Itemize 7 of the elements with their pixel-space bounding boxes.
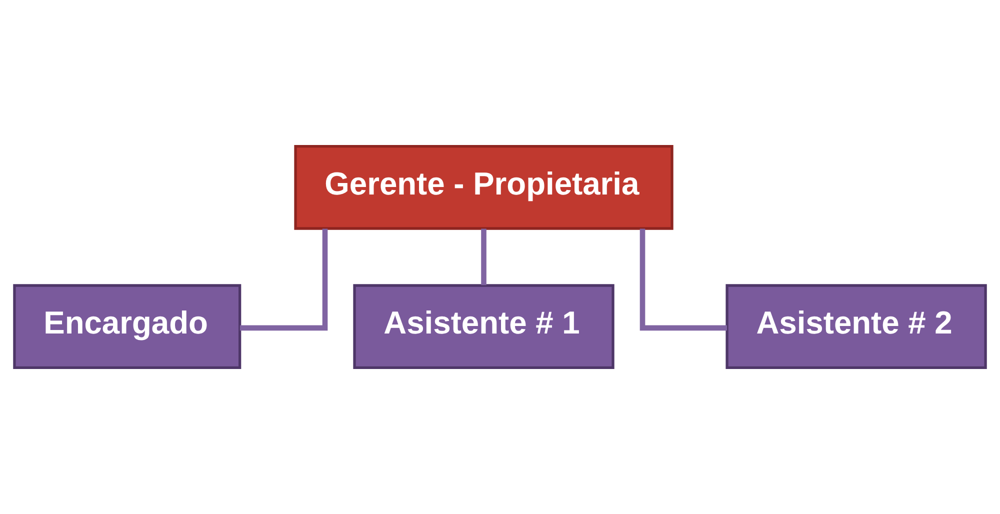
node-box: Gerente - Propietaria — [294, 144, 674, 230]
connector — [640, 228, 727, 331]
node-box: Asistente # 1 — [353, 284, 614, 370]
connector — [240, 228, 328, 331]
node-box: Encargado — [13, 284, 242, 370]
node-box: Asistente # 2 — [726, 284, 987, 370]
connector — [481, 228, 486, 286]
